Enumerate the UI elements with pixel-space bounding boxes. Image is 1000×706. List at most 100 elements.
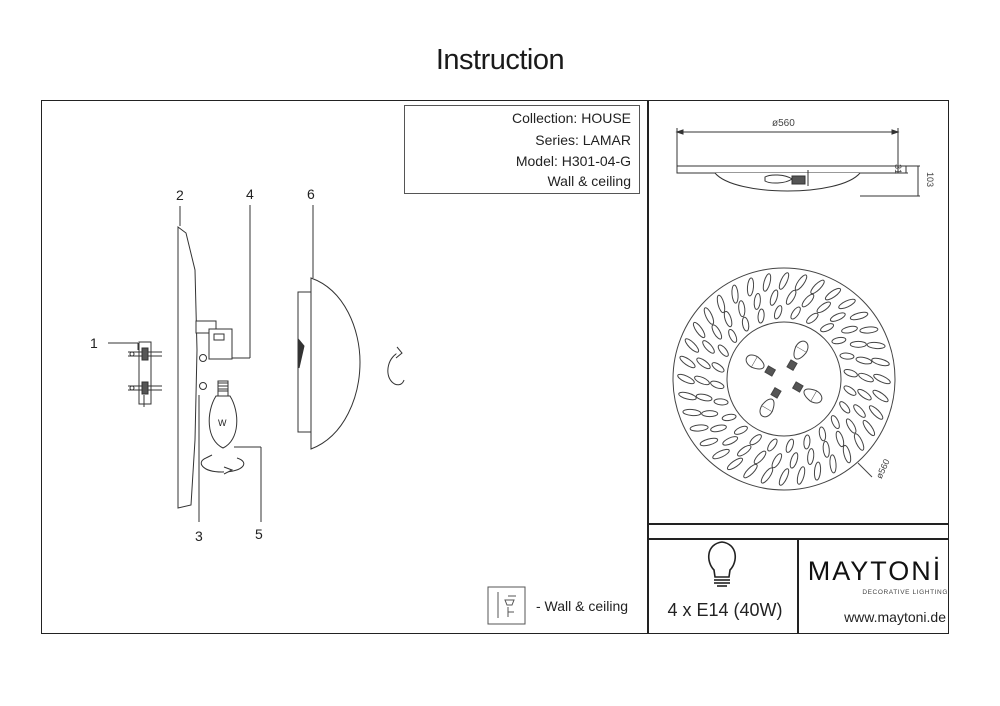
leaf-cutout: [741, 316, 750, 332]
leaf-cutout: [684, 338, 700, 353]
mount-type-label: Wall & ceiling: [547, 173, 631, 189]
leaf-cutout: [801, 293, 815, 308]
leaf-cutout: [710, 424, 727, 433]
leaf-cutout: [789, 452, 799, 469]
page-title: Instruction: [435, 44, 565, 76]
leaf-cutout: [843, 385, 857, 396]
leaf-cutout: [862, 419, 876, 437]
leaf-cutout: [871, 357, 890, 367]
plan-outer-ring: [672, 267, 896, 491]
leaf-cutout: [778, 468, 790, 486]
leaf-cutout: [872, 389, 889, 403]
base-plate: [177, 226, 198, 509]
leaf-cutout: [839, 352, 855, 360]
leaf-cutout: [838, 298, 856, 310]
leaf-cutout: [716, 294, 726, 314]
leaf-cutout: [753, 450, 767, 465]
leaf-cutout: [717, 344, 729, 357]
leaf-cutout: [711, 362, 725, 373]
leaf-cutout: [713, 398, 729, 406]
leaf-cutout: [794, 274, 808, 291]
callout-5: 5: [255, 526, 263, 542]
leaf-cutout: [807, 448, 815, 465]
leaf-cutout: [803, 434, 811, 450]
leaf-cutout: [853, 433, 865, 451]
leaf-cutout: [868, 405, 884, 420]
leaf-cutout: [785, 289, 797, 305]
leaf-cutout: [699, 437, 719, 447]
leaf-cutout: [737, 444, 752, 457]
leaf-cutout: [760, 467, 774, 484]
collection-label: Collection: HOUSE: [511, 110, 631, 126]
leaf-cutout: [857, 388, 872, 401]
mounting-bracket: [128, 341, 162, 407]
leaf-cutout: [733, 425, 748, 435]
leaf-cutout: [839, 401, 851, 414]
diffuser-shade: [297, 277, 361, 450]
leaf-cutout: [712, 448, 730, 460]
leaf-cutout: [842, 444, 852, 464]
leaf-cutout: [813, 461, 822, 481]
leaf-cutout: [816, 301, 831, 314]
leaf-cutout: [731, 284, 739, 304]
lamp-socket: [195, 320, 233, 390]
leaf-cutout: [855, 356, 873, 365]
leaf-cutout: [778, 272, 790, 290]
callout-6: 6: [307, 186, 315, 202]
brand-website: www.maytoni.de: [844, 609, 946, 625]
leaf-cutout: [810, 279, 825, 295]
leaf-cutout: [757, 308, 765, 324]
leaf-cutout: [679, 355, 696, 369]
side-view-shade: [714, 172, 861, 192]
leaf-cutout: [678, 391, 697, 401]
leaf-cutout: [710, 380, 725, 390]
leaf-cutout: [696, 357, 711, 370]
leaf-cutout: [701, 410, 719, 418]
leaf-cutout: [749, 434, 762, 446]
callout-2: 2: [176, 187, 184, 203]
leaf-cutout: [726, 457, 744, 471]
leaf-cutout: [728, 328, 738, 343]
leaf-pattern: [677, 272, 891, 486]
leaf-cutout: [703, 307, 715, 325]
leaf-cutout: [702, 340, 715, 354]
leaf-cutout: [829, 454, 837, 474]
leaf-cutout: [738, 300, 746, 318]
leaf-cutout: [711, 324, 723, 340]
leaf-cutout: [677, 373, 695, 385]
leaf-cutout: [829, 312, 846, 322]
leaf-cutout: [843, 368, 858, 378]
leaf-cutout: [849, 340, 867, 348]
product-info-box: Collection: HOUSE Series: LAMAR Model: H…: [404, 105, 640, 194]
leaf-cutout: [773, 305, 783, 320]
leaf-cutout: [695, 393, 713, 402]
series-label: Series: LAMAR: [535, 132, 631, 148]
plan-bulbs: [745, 340, 823, 418]
mount-legend-label: - Wall & ceiling: [536, 598, 629, 614]
callout-1: 1: [90, 335, 98, 351]
plan-inner-ring: [726, 321, 842, 437]
model-label: Model: H301-04-G: [515, 153, 631, 169]
frame-divider-spec: [797, 538, 799, 634]
leaf-cutout: [866, 341, 886, 350]
shade-rotate-arrow: [387, 346, 405, 386]
leaf-cutout: [689, 424, 709, 432]
leaf-cutout: [769, 289, 779, 306]
leaf-cutout: [771, 453, 783, 469]
leaf-cutout: [858, 372, 874, 383]
bulb-watt-label: W: [218, 418, 227, 428]
bulb-rotate-arrow: [200, 454, 245, 475]
brand-tagline: DECORATIVE LIGHTING: [862, 589, 948, 596]
leaf-cutout: [822, 440, 830, 458]
leaf-cutout: [692, 321, 706, 339]
leaf-cutout: [767, 438, 778, 452]
bulb-spec-label: 4 x E14 (40W): [667, 600, 783, 620]
drawing-frame: [41, 100, 949, 634]
leaf-cutout: [721, 413, 737, 422]
leaf-cutout: [806, 312, 819, 324]
